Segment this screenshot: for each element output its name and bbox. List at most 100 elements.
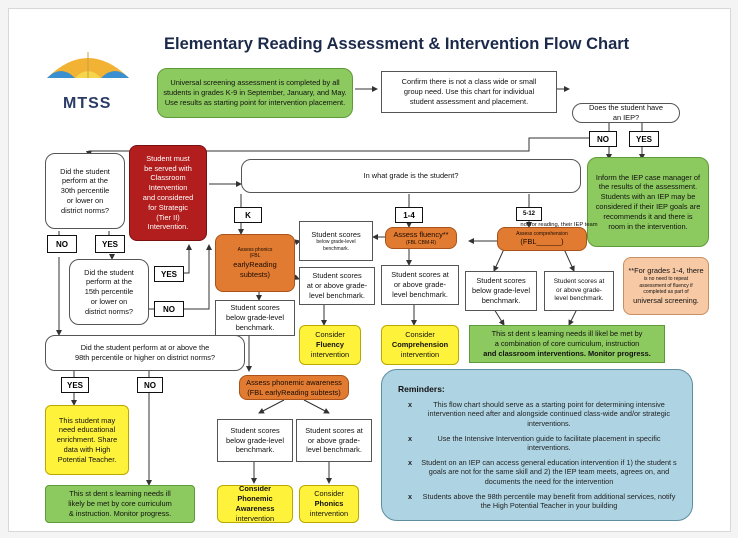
iep-yes-line-1: Inform the IEP case manager of bbox=[595, 172, 701, 182]
k-below-top-line-3: benchmark. bbox=[322, 245, 350, 252]
reminder-text: This flow chart should serve as a starti… bbox=[427, 400, 671, 428]
fbl-note-line-5: universal screening. bbox=[633, 295, 699, 305]
p98-line-2: 98th percentile or higher on district no… bbox=[74, 353, 216, 362]
grade-1-4-label: 1-4 bbox=[395, 207, 423, 223]
p15-line-1: Did the student bbox=[84, 267, 134, 277]
p98-no-label: NO bbox=[137, 377, 163, 393]
g14-at-box: Student scores at or above grade- level … bbox=[381, 265, 459, 305]
p15-yes-label: YES bbox=[154, 266, 184, 282]
reminder-text: Use the Intensive Intervention guide to … bbox=[437, 434, 661, 453]
strategic-intervention-box: Student must be served with Classroom In… bbox=[129, 145, 207, 241]
k-assess-line-1: Assess phonics bbox=[237, 246, 273, 253]
k-below-top-box: Student scores below grade-level benchma… bbox=[299, 221, 373, 261]
green-bottom-line-2: likely be met by core curriculum bbox=[68, 499, 172, 509]
umbrella-icon bbox=[45, 42, 131, 122]
fluency-note-box: **For grades 1-4, there is no need to re… bbox=[623, 257, 709, 315]
reminder-text: Student on an IEP can access general edu… bbox=[421, 458, 677, 486]
p15-no-label: NO bbox=[154, 301, 184, 317]
g14-assess-line-1: Assess fluency** bbox=[393, 229, 449, 239]
red-line-1: Student must bbox=[146, 153, 190, 163]
universal-screening-box: Universal screening assessment is comple… bbox=[157, 68, 353, 118]
phon-int-line-3: intervention bbox=[235, 513, 275, 523]
yes-label-left: YES bbox=[95, 235, 125, 253]
phonics-int-line-3: intervention bbox=[309, 508, 349, 518]
confirm-line-3: student assessment and placement. bbox=[409, 96, 529, 106]
fluency-int-line-1: Consider bbox=[315, 330, 345, 340]
phon-int-line-2: Awareness bbox=[235, 504, 275, 513]
enrich-line-1: This student may bbox=[58, 415, 116, 425]
reminder-bullet: x bbox=[407, 434, 413, 443]
k-below-line-1: Student scores bbox=[230, 303, 280, 313]
page-title: Elementary Reading Assessment & Interven… bbox=[164, 35, 630, 53]
p30-line-2: perform at the bbox=[61, 176, 108, 186]
k-assess-line-3: earlyReading bbox=[233, 259, 277, 269]
fbl-note-line-1: **For grades 1-4, there bbox=[628, 266, 704, 276]
enrichment-box: This student may need educational enrich… bbox=[45, 405, 129, 475]
green-bottom-line-1: This st dent s learning needs ill bbox=[69, 489, 171, 499]
p30-line-4: or lower on bbox=[66, 195, 104, 205]
k-at-line-2: at or above grade- bbox=[306, 281, 368, 291]
fluency-int-line-2: Fluency bbox=[316, 340, 344, 350]
iep-yes-line-2: the results of the assessment. bbox=[598, 182, 698, 192]
grade-k-label: K bbox=[234, 207, 262, 223]
flowchart-page: MTSS Elementary Reading Assessment & Int… bbox=[8, 8, 731, 532]
comprehension-intervention-box: Consider Comprehension intervention bbox=[381, 325, 459, 365]
iep-question-line-2: an IEP? bbox=[612, 113, 640, 122]
assess-fluency-box: Assess fluency** (FBL CBM-R) bbox=[385, 227, 457, 249]
iep-yes-line-4: considered if their IEP goals are bbox=[595, 202, 701, 211]
reminder-item: x Student on an IEP can access general e… bbox=[402, 458, 680, 486]
iep-yes-line-3: Students with an IEP may be bbox=[600, 192, 696, 202]
percentile-98-question: Did the student perform at or above the … bbox=[45, 335, 245, 371]
g512-assess-line-1: Assess comprehension bbox=[516, 230, 568, 237]
g14-at-line-1: Student scores at bbox=[391, 270, 449, 280]
universal-line-1: Universal screening assessment is comple… bbox=[170, 78, 340, 88]
g14-at-line-2: or above grade- bbox=[393, 280, 447, 290]
g512-below-line-3: benchmark. bbox=[481, 295, 521, 305]
p15-line-5: district norms? bbox=[84, 306, 134, 316]
comp-int-line-2: Comprehension bbox=[391, 340, 449, 350]
reminder-item: x Use the Intensive Intervention guide t… bbox=[402, 434, 680, 453]
reminders-panel: Reminders: x This flow chart should serv… bbox=[381, 369, 693, 521]
p15-line-2: perform at the bbox=[85, 277, 132, 287]
reminder-item: x This flow chart should serve as a star… bbox=[402, 400, 680, 428]
phonics-int-line-1: Consider bbox=[314, 489, 344, 499]
k-below-top-line-2: below grade-level bbox=[316, 239, 356, 246]
g512-below-line-2: below grade-level bbox=[472, 286, 530, 296]
p15-line-3: 15th percentile bbox=[84, 287, 134, 297]
k-at-line-1: Student scores bbox=[312, 271, 362, 281]
percentile-15-question: Did the student perform at the 15th perc… bbox=[69, 259, 149, 325]
g14-assess-line-2: (FBL CBM-R) bbox=[405, 239, 437, 246]
percentile-30-question: Did the student perform at the 30th perc… bbox=[45, 153, 125, 229]
phonemic-at-box: Student scores at or above grade- level … bbox=[296, 419, 372, 462]
phonemic-intervention-box: Consider Phonemic Awareness intervention bbox=[217, 485, 293, 523]
grade-5-12-label: 5-12 bbox=[516, 207, 542, 221]
phon-at-line-1: Student scores at bbox=[305, 425, 363, 435]
g512-at-line-1: Student scores at bbox=[553, 278, 605, 286]
no-label-left: NO bbox=[47, 235, 77, 253]
assess-phonemic-box: Assess phonemic awareness (FBL earlyRead… bbox=[239, 375, 349, 400]
iep-no-label: NO bbox=[589, 131, 617, 147]
comp-int-line-3: intervention bbox=[400, 349, 440, 359]
red-line-6: for Strategic bbox=[148, 202, 188, 212]
iep-yes-label: YES bbox=[629, 131, 659, 147]
phon-at-line-2: or above grade- bbox=[307, 435, 361, 445]
green-mid-line-1: This st dent s learning needs ill likel … bbox=[491, 329, 643, 339]
grade-question-box: In what grade is the student? bbox=[241, 159, 581, 193]
green-bottom-line-3: & instruction. Monitor progress. bbox=[68, 508, 172, 518]
enrich-line-3: enrichment. Share bbox=[56, 435, 118, 445]
grade-question-text: In what grade is the student? bbox=[363, 171, 459, 181]
universal-line-2: students in grades K-9 in September, Jan… bbox=[163, 88, 347, 98]
iep-yes-line-6: room in the intervention. bbox=[608, 221, 688, 231]
red-line-5: and considered bbox=[142, 193, 194, 202]
k-below-line-3: benchmark. bbox=[235, 322, 275, 332]
g512-at-line-2: or above grade- bbox=[556, 286, 602, 294]
red-line-3: Classroom bbox=[150, 173, 186, 183]
comp-int-line-1: Consider bbox=[405, 330, 435, 340]
iep-question-line-1: Does the student have bbox=[589, 103, 663, 113]
fluency-intervention-box: Consider Fluency intervention bbox=[299, 325, 361, 365]
green-mid-line-2: a combination of core curriculum, instru… bbox=[494, 339, 640, 349]
phon-below-line-1: Student scores bbox=[230, 425, 280, 435]
k-below-top-line-1: Student scores bbox=[311, 229, 361, 239]
phon-below-line-3: benchmark. bbox=[235, 445, 275, 455]
fbl-note-line-2: is no need to repeat bbox=[643, 276, 689, 283]
